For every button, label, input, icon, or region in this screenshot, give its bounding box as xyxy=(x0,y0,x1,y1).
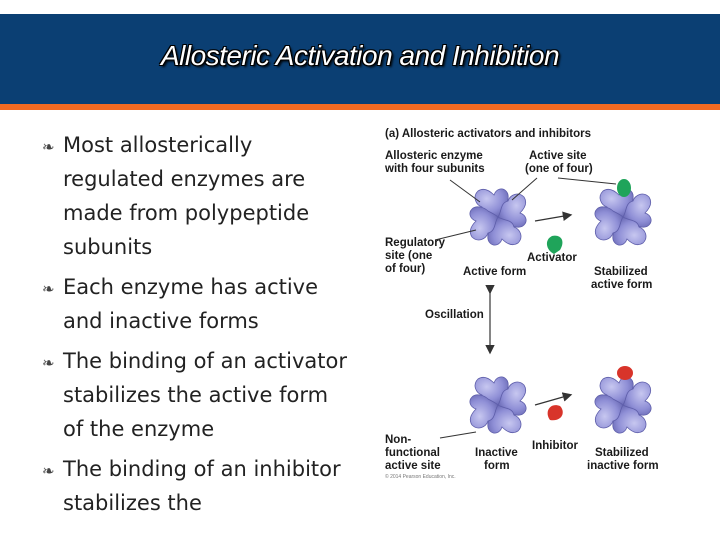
bullet-item: ❧ The binding of an activator stabilizes … xyxy=(42,344,352,446)
label-active-form: Active form xyxy=(463,266,526,278)
label-stabilized-inactive-2: inactive form xyxy=(587,460,659,472)
figure-heading: (a) Allosteric activators and inhibitors xyxy=(385,128,591,140)
label-active-site-2: (one of four) xyxy=(525,163,593,175)
label-stabilized-inactive-1: Stabilized xyxy=(595,447,649,459)
label-nonfunctional-1: Non- xyxy=(385,434,411,446)
bullet-text: The binding of an activator stabilizes t… xyxy=(63,349,347,441)
label-active-site-1: Active site xyxy=(529,150,587,162)
bullet-text: Each enzyme has active and inactive form… xyxy=(63,275,319,333)
bullet-item: ❧ Each enzyme has active and inactive for… xyxy=(42,270,352,338)
feather-bullet-icon: ❧ xyxy=(42,138,55,156)
pointer-line xyxy=(439,431,477,439)
bullet-item: ❧ Most allosterically regulated enzymes a… xyxy=(42,128,352,264)
bullet-text: The binding of an inhibitor stabilizes t… xyxy=(63,457,341,515)
label-inhibitor: Inhibitor xyxy=(532,440,579,452)
bullet-text: Most allosterically regulated enzymes ar… xyxy=(63,133,310,259)
arrow-to-active xyxy=(534,211,573,222)
label-regulatory-3: of four) xyxy=(385,263,425,275)
copyright-text: © 2014 Pearson Education, Inc. xyxy=(385,473,456,480)
stabilized-active-enzyme xyxy=(595,189,651,245)
allosteric-diagram: (a) Allosteric activators and inhibitors… xyxy=(384,128,659,480)
label-allosteric-enzyme-2: with four subunits xyxy=(384,163,485,175)
bound-activator-icon xyxy=(617,179,631,197)
bullet-item: ❧ The binding of an inhibitor stabilizes … xyxy=(42,452,352,520)
label-regulatory-1: Regulatory xyxy=(385,237,446,249)
label-regulatory-2: site (one xyxy=(385,250,432,262)
active-form-enzyme xyxy=(470,189,526,245)
label-inactive-form-2: form xyxy=(484,460,510,472)
label-nonfunctional-2: functional xyxy=(385,447,440,459)
pointer-line xyxy=(557,177,617,185)
pointer-line xyxy=(511,177,538,201)
label-stabilized-active-1: Stabilized xyxy=(594,266,648,278)
label-stabilized-active-2: active form xyxy=(591,279,652,291)
activator-icon xyxy=(546,235,563,254)
label-nonfunctional-3: active site xyxy=(385,460,441,472)
label-oscillation: Oscillation xyxy=(425,309,484,321)
label-inactive-form-1: Inactive xyxy=(475,447,518,459)
feather-bullet-icon: ❧ xyxy=(42,462,55,480)
bullet-list: ❧ Most allosterically regulated enzymes a… xyxy=(42,128,352,526)
arrow-to-inactive xyxy=(534,392,573,406)
slide-title: Allosteric Activation and Inhibition xyxy=(160,40,560,71)
stabilized-inactive-enzyme xyxy=(595,377,651,433)
pointer-line xyxy=(449,179,481,203)
title-banner xyxy=(0,14,720,104)
feather-bullet-icon: ❧ xyxy=(42,354,55,372)
bound-inhibitor-icon xyxy=(617,366,633,380)
allosteric-figure: (a) Allosteric activators and inhibitors… xyxy=(380,120,680,485)
label-allosteric-enzyme-1: Allosteric enzyme xyxy=(385,150,483,162)
feather-bullet-icon: ❧ xyxy=(42,280,55,298)
label-activator: Activator xyxy=(527,252,577,264)
inactive-form-enzyme xyxy=(470,377,526,433)
title-underline xyxy=(0,104,720,110)
pointer-line xyxy=(434,229,477,241)
inhibitor-icon xyxy=(547,405,563,421)
